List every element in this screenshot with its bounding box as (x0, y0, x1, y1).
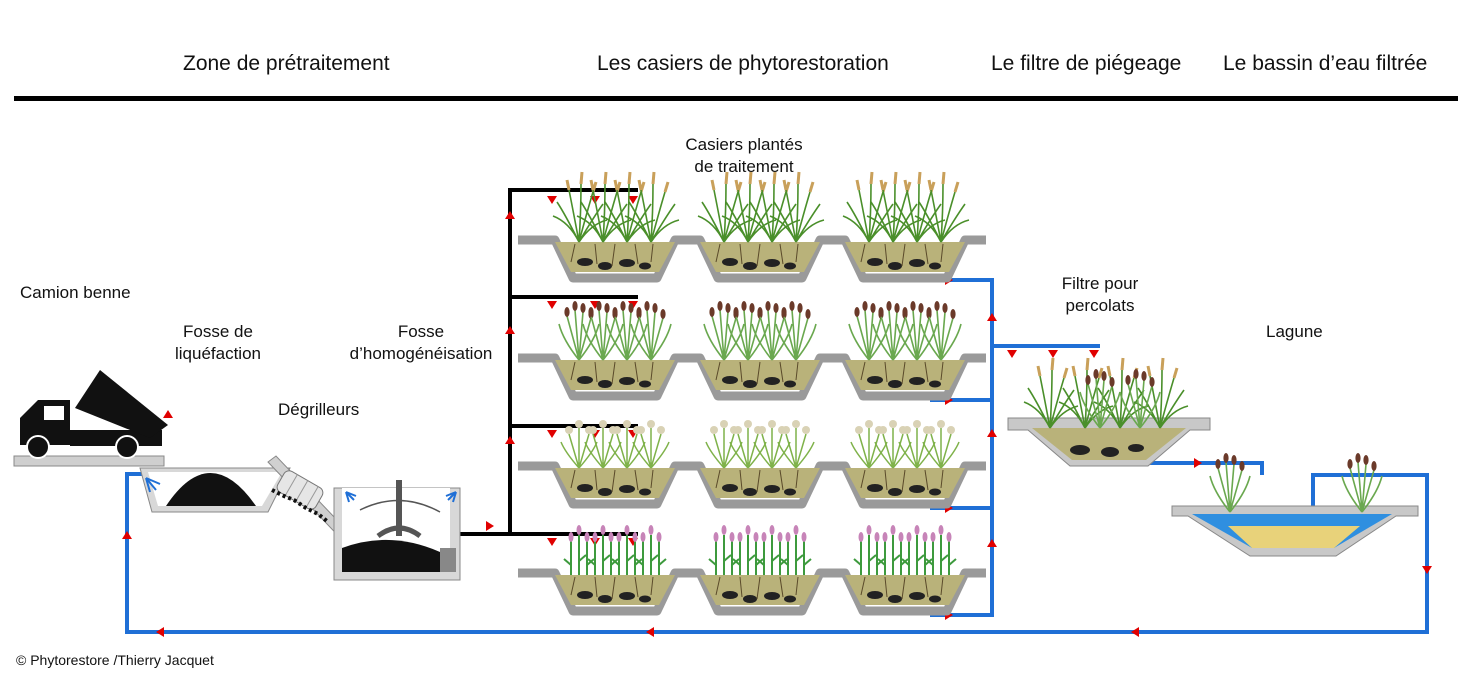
bed-plant (696, 170, 754, 244)
header-trap-filter: Le filtre de piégeage (991, 52, 1182, 75)
label-leachate-filter-line1: Filtre pour (1061, 274, 1139, 293)
label-liquefaction-pit: Fosse de liquéfaction (168, 321, 268, 365)
bed-plant (777, 419, 815, 469)
bed-substrate (699, 241, 821, 273)
bed-row-3 (518, 419, 986, 509)
bed-plant (708, 524, 740, 576)
lagoon (1171, 452, 1419, 557)
bed-plant (756, 524, 788, 576)
bed-substrate (699, 467, 821, 499)
bed-substrate (844, 467, 966, 499)
label-leachate-filter: Filtre pour percolats (1048, 273, 1152, 317)
label-lagoon: Lagune (1266, 322, 1323, 341)
photo-credit: © Phytorestore /Thierry Jacquet (16, 652, 214, 668)
bed-row-4 (518, 524, 986, 616)
header-pretreatment-zone: Zone de prétraitement (183, 52, 390, 75)
label-homogenization-pit: Fosse d’homogénéisation (340, 321, 502, 365)
bed-plant (841, 170, 899, 244)
bed-plant (635, 524, 667, 576)
label-screens: Dégrilleurs (278, 400, 360, 419)
homogenization-pit (333, 480, 461, 581)
label-dump-truck: Camion benne (20, 283, 131, 302)
label-planted-beds-line1: Casiers plantés (685, 135, 803, 154)
bed-plant (853, 524, 885, 576)
bed-substrate (554, 241, 676, 273)
header-phytorestoration-beds: Les casiers de phytorestoration (597, 52, 889, 75)
liquefaction-pit (139, 467, 291, 513)
label-leachate-filter-line2: percolats (1065, 296, 1135, 315)
bed-plant (551, 170, 609, 244)
bed-plant (922, 419, 960, 469)
bed-substrate (554, 359, 676, 391)
bed-plant (632, 419, 670, 469)
label-homogenization-pit-line2: d’homogénéisation (349, 344, 493, 363)
label-planted-beds: Casiers plantés de traitement (660, 134, 828, 178)
bed-substrate (554, 574, 676, 606)
header-divider (14, 96, 1458, 101)
bed-substrate (699, 359, 821, 391)
bed-substrate (844, 241, 966, 273)
header-filtered-water-pond: Le bassin d’eau filtrée (1223, 52, 1428, 75)
bed-substrate (844, 574, 966, 606)
bed-substrate (699, 574, 821, 606)
bed-plant (925, 524, 957, 576)
bed-plant (780, 524, 812, 576)
bed-plant (630, 300, 672, 361)
dump-truck (13, 370, 168, 467)
leachate-filter (1007, 356, 1211, 467)
bed-plant (775, 300, 817, 361)
bed-plant (732, 524, 764, 576)
bed-substrate (554, 467, 676, 499)
bed-plant (877, 524, 909, 576)
bed-plant (901, 524, 933, 576)
bed-row-1 (518, 170, 986, 283)
bed-row-2 (518, 300, 986, 401)
label-homogenization-pit-line1: Fosse (397, 322, 445, 341)
planted-beds (518, 170, 986, 616)
label-liquefaction-pit-line1: Fosse de (183, 322, 253, 341)
label-planted-beds-line2: de traitement (694, 157, 794, 176)
bed-plant (920, 300, 962, 361)
bed-substrate (844, 359, 966, 391)
label-liquefaction-pit-line2: liquéfaction (174, 344, 261, 363)
